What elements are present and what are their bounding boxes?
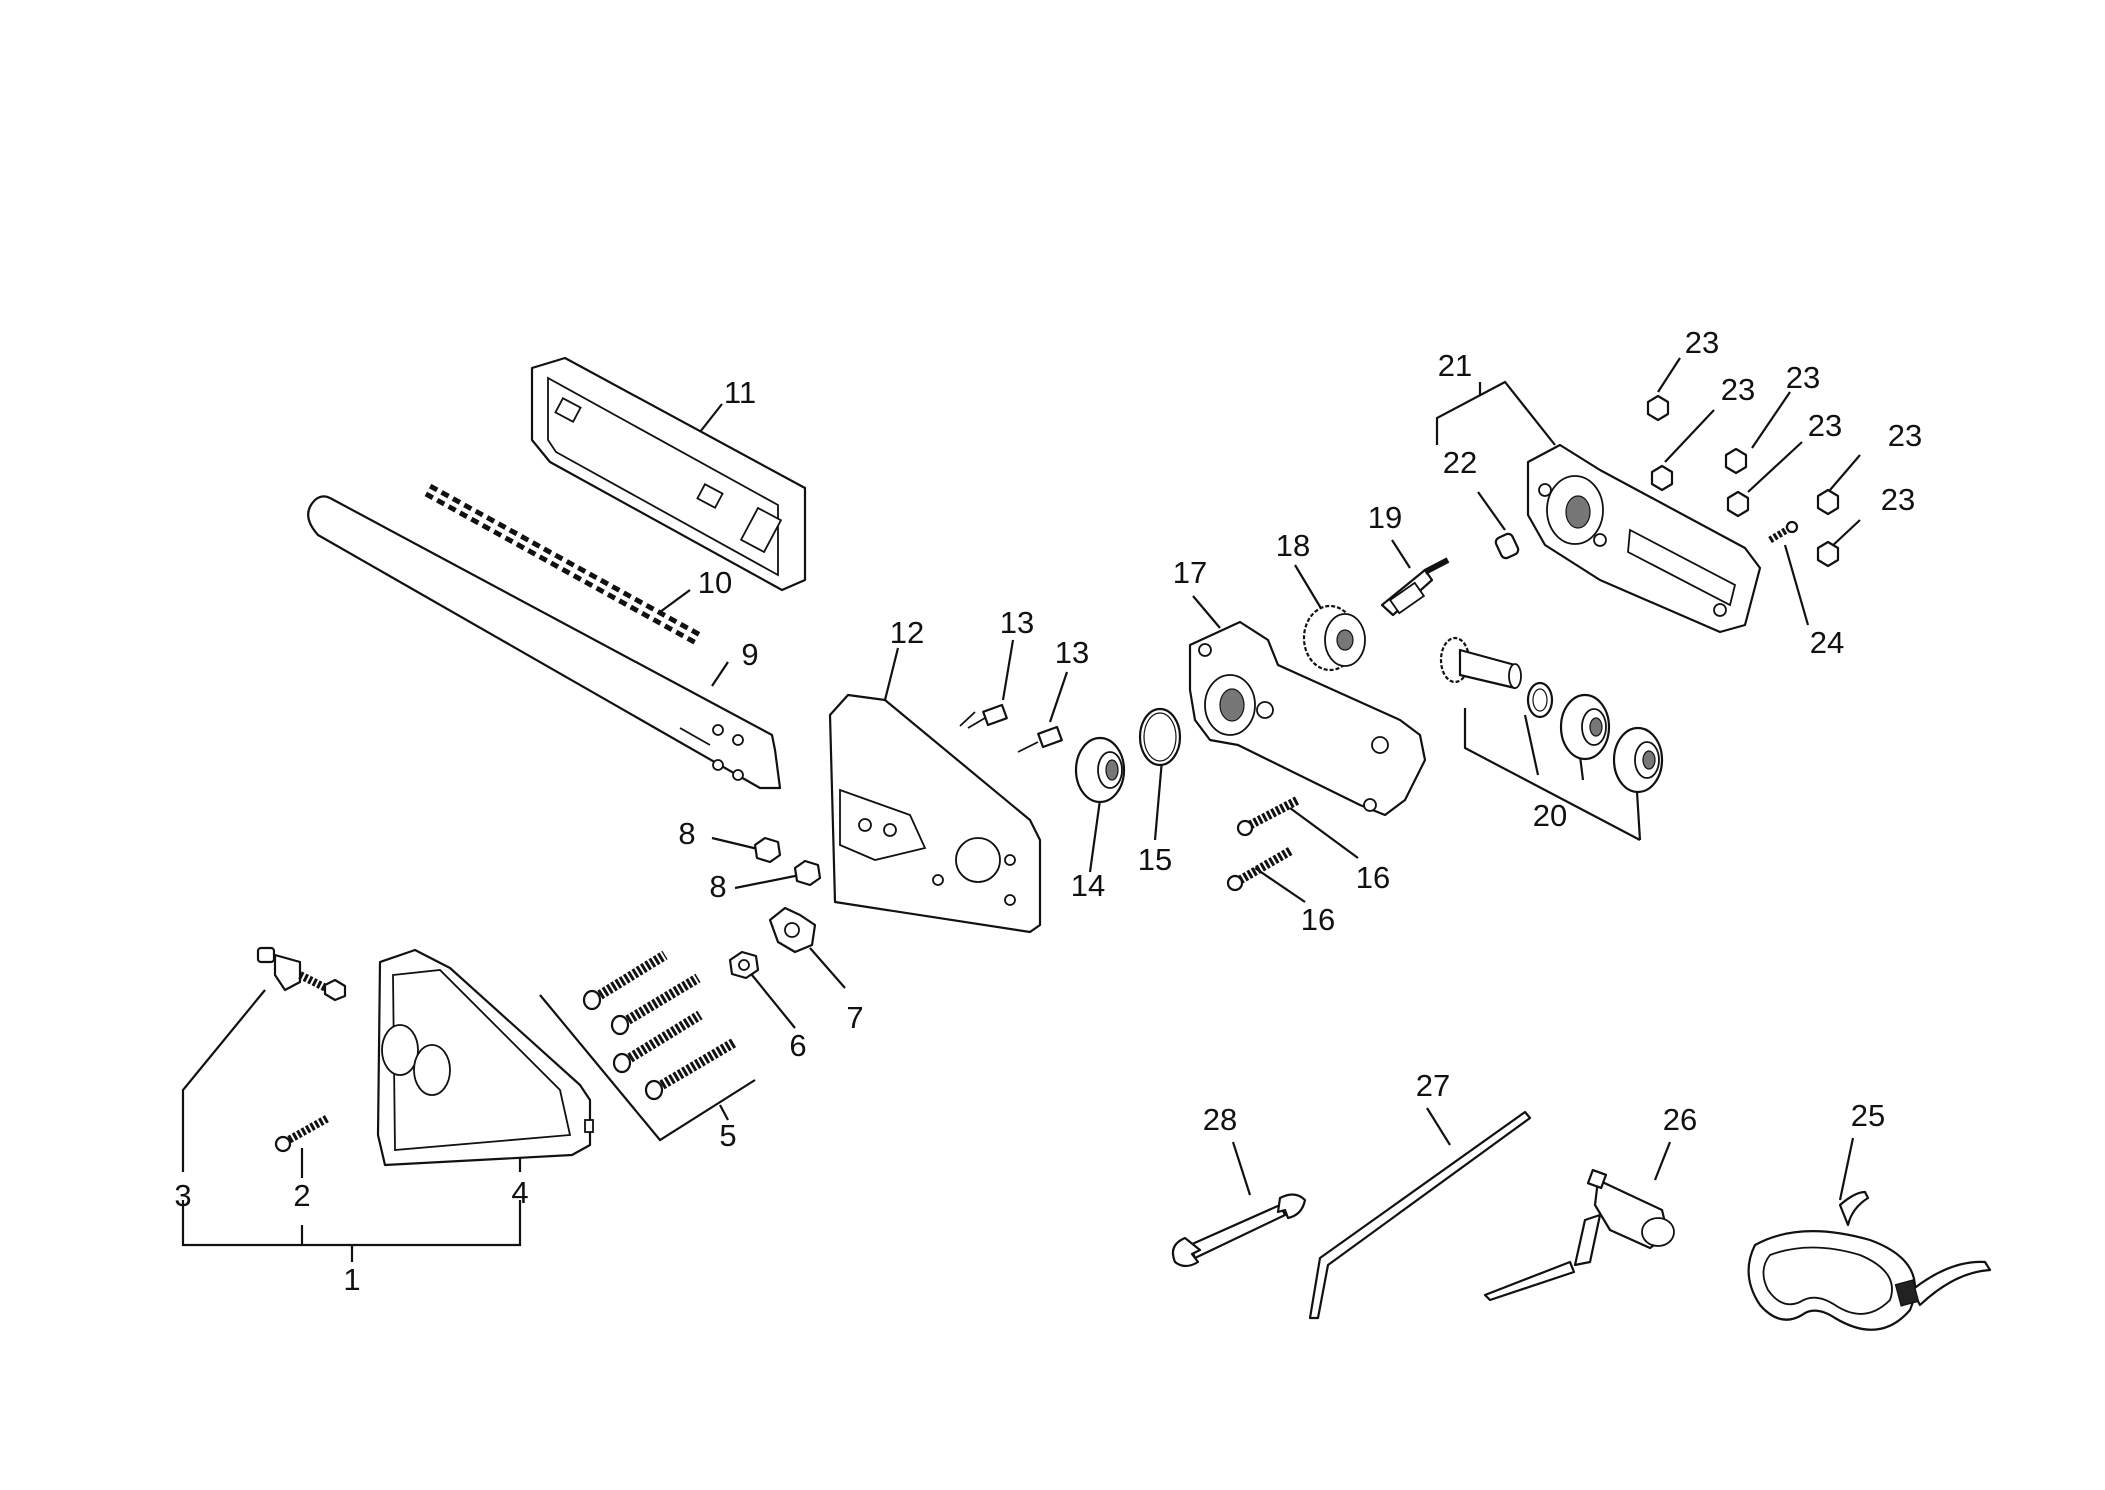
callout-26: 26 [1663, 1102, 1697, 1137]
spark-plug-wrench-26-part [1483, 1168, 1675, 1302]
callout-2: 2 [293, 1178, 310, 1213]
shaft-19-part [1380, 557, 1450, 617]
callout-12: 12 [890, 615, 924, 650]
callout-6: 6 [789, 1028, 806, 1063]
callout-8b: 8 [709, 869, 726, 904]
screw-2-part [274, 1114, 330, 1153]
callout-8a: 8 [678, 816, 695, 851]
callout-16b: 16 [1301, 902, 1335, 937]
callout-21: 21 [1438, 348, 1472, 383]
bolt-13-part [959, 703, 1063, 753]
sprocket-cover-part [376, 948, 594, 1167]
callout-5: 5 [719, 1118, 736, 1153]
guide-bar-part [307, 495, 782, 790]
callout-22: 22 [1443, 445, 1477, 480]
safety-goggles-part [1747, 1190, 1992, 1331]
rod-27-part [1308, 1110, 1532, 1320]
callout-19: 19 [1368, 500, 1402, 535]
callout-23d: 23 [1808, 408, 1842, 443]
bushing-22-part [1494, 532, 1520, 560]
chain-case-part [828, 693, 1042, 934]
chain-tensioner-part [256, 946, 347, 1002]
callout-11: 11 [724, 375, 756, 410]
guide-bar-cover-part [530, 356, 807, 592]
callout-28: 28 [1203, 1102, 1237, 1137]
gear-housing-part [1188, 620, 1427, 817]
bearing-14-part [1074, 736, 1126, 804]
callout-15: 15 [1138, 842, 1172, 877]
wrench-28-part [1171, 1193, 1307, 1268]
callout-13a: 13 [1000, 605, 1034, 640]
gear-18-part [1302, 604, 1366, 672]
callout-25: 25 [1851, 1098, 1885, 1133]
nut-23-part [1646, 394, 1840, 568]
screw-16-part [1226, 796, 1301, 892]
bolt-5-part [582, 950, 738, 1101]
callout-9: 9 [741, 637, 758, 672]
callout-7: 7 [846, 1000, 863, 1035]
pinion-bearing-set-20-part [1439, 636, 1664, 794]
callout-17: 17 [1173, 555, 1207, 590]
callout-23e: 23 [1888, 418, 1922, 453]
callout-27: 27 [1416, 1068, 1450, 1103]
callout-23b: 23 [1721, 372, 1755, 407]
leader-lines [181, 357, 1861, 1262]
screw-24-part [1768, 520, 1799, 544]
callout-13b: 13 [1055, 635, 1089, 670]
knob-7-part [768, 906, 817, 954]
callout-23f: 23 [1881, 482, 1915, 517]
callout-23a: 23 [1685, 325, 1719, 360]
nut-8-part [753, 836, 822, 887]
callout-labels: 1 2 3 4 5 6 7 8 8 9 10 11 12 13 13 14 15… [174, 325, 1922, 1297]
o-ring-15-part [1138, 707, 1182, 767]
callout-4: 4 [511, 1175, 528, 1210]
callout-20: 20 [1533, 798, 1567, 833]
callout-24: 24 [1810, 625, 1844, 660]
callout-16a: 16 [1356, 860, 1390, 895]
callout-18: 18 [1276, 528, 1310, 563]
upper-housing-21-part [1526, 443, 1762, 634]
callout-14: 14 [1071, 868, 1105, 903]
saw-chain-part [424, 483, 704, 647]
nut-6-part [728, 950, 760, 980]
callout-1: 1 [343, 1262, 360, 1297]
callout-3: 3 [174, 1178, 191, 1213]
callout-23c: 23 [1786, 360, 1820, 395]
callout-10: 10 [698, 565, 732, 600]
